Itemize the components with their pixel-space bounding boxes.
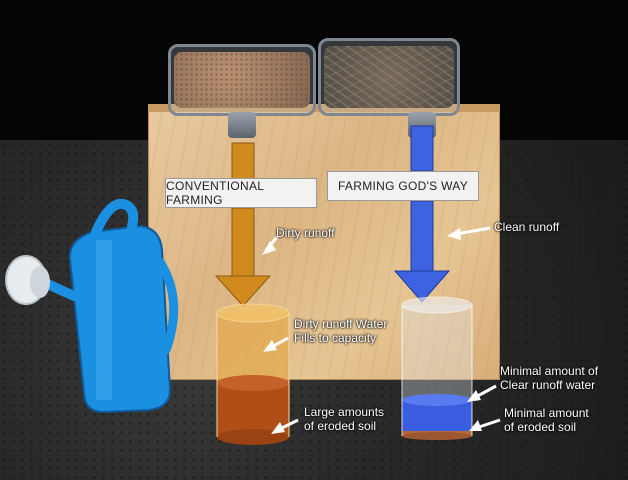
clean-runoff-annotation: Clean runoff	[494, 220, 560, 234]
minimal-eroded-line-1: Minimal amount	[504, 406, 589, 420]
minimal-clear-annotation: Minimal amount of Clear runoff water	[500, 364, 598, 392]
large-eroded-line-2: of eroded soil	[304, 419, 377, 433]
large-eroded-line-1: Large amounts	[304, 405, 385, 419]
minimal-clear-line-1: Minimal amount of	[500, 364, 599, 378]
minimal-eroded-line-2: of eroded soil	[504, 420, 577, 434]
mulched-soil-tray	[318, 38, 460, 116]
plywood-board	[148, 104, 500, 380]
mulch-texture	[324, 46, 454, 108]
soil-tray-spout	[228, 112, 256, 138]
farming-gods-way-label: FARMING GOD'S WAY	[327, 171, 479, 201]
bare-soil-texture	[174, 52, 310, 108]
annotation-arrows	[262, 226, 501, 434]
clean-runoff-arrow	[393, 125, 451, 303]
large-eroded-annotation: Large amounts of eroded soil	[304, 405, 384, 433]
plywood-grain	[148, 104, 500, 380]
dirty-water-line-2: Fills to capacity	[294, 331, 377, 345]
conventional-farming-label: CONVENTIONAL FARMING	[165, 178, 317, 208]
dirty-water-annotation: Dirty runoff Water Fills to capacity	[294, 317, 387, 345]
watering-can-icon	[5, 198, 179, 414]
dirty-runoff-arrow	[214, 142, 272, 307]
dirty-runoff-annotation: Dirty runoff	[276, 226, 335, 240]
minimal-clear-line-2: Clear runoff water	[500, 378, 596, 392]
dirty-water-line-1: Dirty runoff Water	[294, 317, 388, 331]
dirty-runoff-glass	[216, 303, 290, 445]
mulched-soil-tray-fill	[324, 46, 454, 108]
clean-runoff-glass	[401, 296, 473, 440]
minimal-eroded-annotation: Minimal amount of eroded soil	[504, 406, 589, 434]
